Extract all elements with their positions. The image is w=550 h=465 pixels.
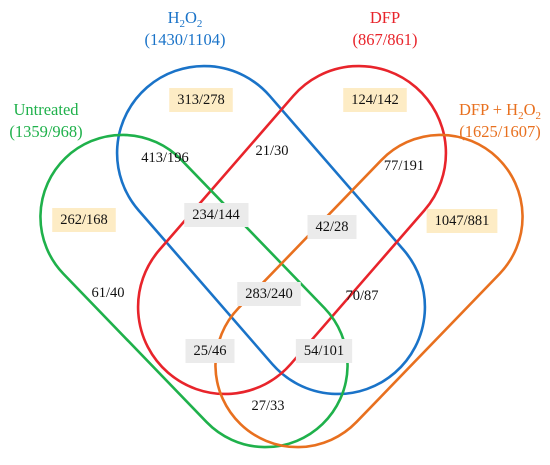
region-label-h2o2-dfp: 21/30 [255,143,288,159]
set-counts-h2o2: (1430/1104) [145,30,226,49]
region-label-untreated-h2o2-dfp: 234/144 [192,207,240,223]
set-outline-h2o2 [115,64,427,396]
region-highlight-untreated-h2o2-dfph2o2 [295,339,353,363]
set-outline-untreated [39,133,349,449]
region-label-untreated-h2o2-dfph2o2: 54/101 [304,343,344,359]
set-outline-dfp [136,64,448,396]
region-label-untreated-dfp-dfph2o2: 25/46 [193,343,226,359]
region-label-dfph2o2-only: 1047/881 [435,213,490,229]
set-labels: H2O2 (1430/1104) DFP (867/861) Untreated… [9,8,541,141]
region-label-untreated-dfp: 61/40 [91,285,124,301]
set-name-dfp: DFP [370,8,400,27]
region-label-h2o2-dfp-dfph2o2: 42/28 [315,219,348,235]
region-label-dfp-dfph2o2: 77/191 [384,158,424,174]
region-highlight-h2o2-only [169,88,233,112]
region-label-untreated-dfph2o2: 27/33 [251,398,284,414]
region-label-untreated-h2o2: 413/196 [141,150,189,166]
set-outline-dfp-h2o2 [214,133,524,449]
set-name-untreated: Untreated [13,100,79,119]
region-highlight-untreated-dfp-dfph2o2 [185,339,235,363]
region-highlight-dfp-only [343,88,407,112]
region-highlight-untreated-only [52,208,116,232]
region-highlight-untreated-h2o2-dfp [184,203,249,227]
region-label-untreated-only: 262/168 [60,212,108,228]
region-labels: 313/278 124/142 413/196 21/30 77/191 262… [60,92,489,414]
region-highlights [52,88,498,363]
region-label-all-four: 283/240 [245,286,293,302]
set-name-h2o2: H2O2 [168,8,203,30]
set-counts-untreated: (1359/968) [9,122,82,141]
region-highlight-h2o2-dfp-dfph2o2 [307,215,357,239]
region-label-dfp-only: 124/142 [351,92,399,108]
set-name-dfp-h2o2: DFP + H2O2 [459,100,541,122]
region-label-h2o2-only: 313/278 [177,92,225,108]
region-label-h2o2-dfph2o2: 70/87 [345,288,378,304]
region-highlight-dfph2o2-only [426,209,498,233]
set-counts-dfp: (867/861) [352,30,417,49]
set-counts-dfp-h2o2: (1625/1607) [459,122,541,141]
region-highlight-all-four [237,282,301,306]
